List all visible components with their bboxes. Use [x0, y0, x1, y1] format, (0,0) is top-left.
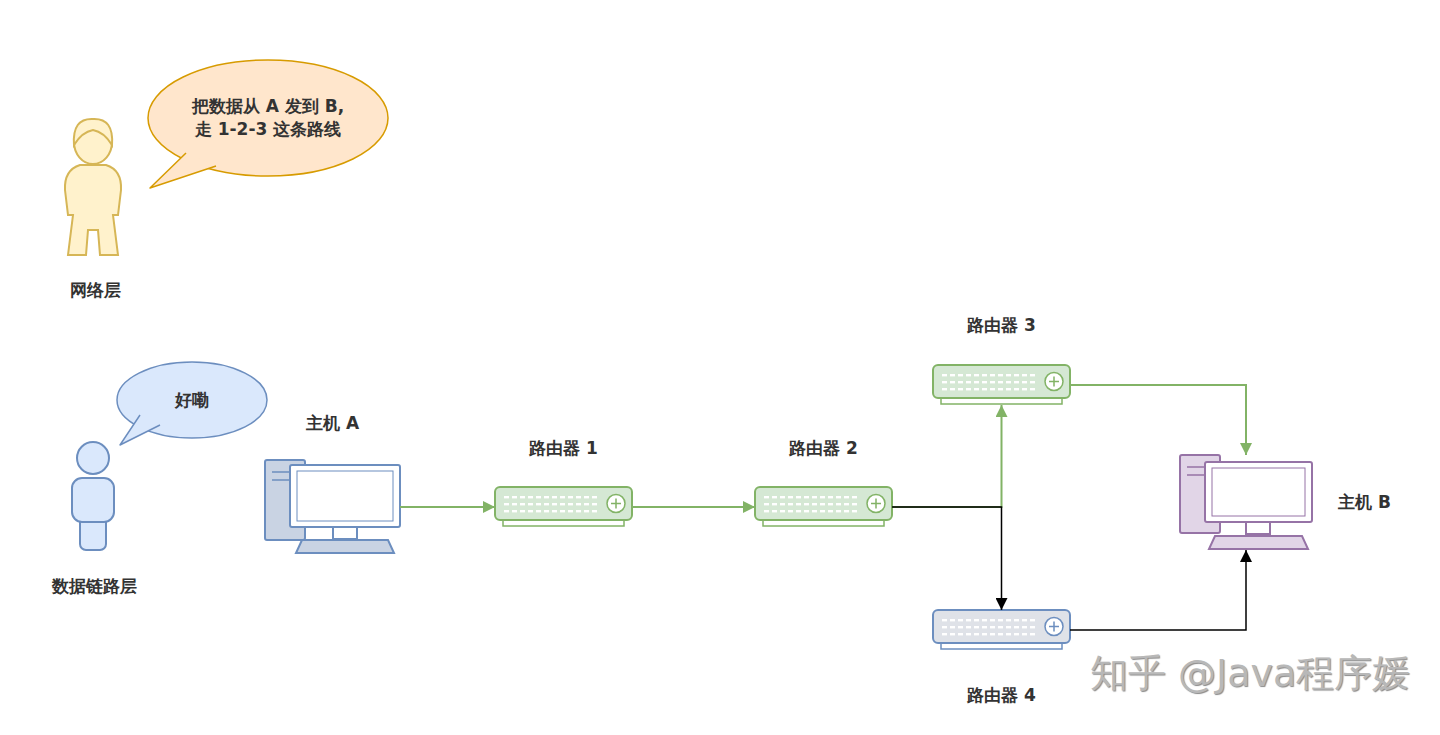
speech-bubble: 好嘞: [115, 360, 269, 440]
bubble-body: 把数据从 A 发到 B, 走 1-2-3 这条路线: [146, 58, 390, 178]
connector-arrow: [892, 507, 1002, 610]
host-node: 主机 B: [1180, 455, 1312, 550]
person-figure: [72, 442, 114, 550]
router-node: 路由器 2: [755, 487, 892, 527]
router-icon: [933, 610, 1070, 649]
host-node: 主机 A: [265, 460, 400, 555]
node-label: 路由器 1: [529, 438, 598, 458]
connector-arrow: [892, 405, 1002, 507]
router-icon: [755, 487, 892, 526]
node-label: 数据链路层: [52, 576, 137, 596]
person-figure: [65, 119, 121, 255]
router-node: 路由器 1: [495, 487, 632, 527]
computer-icon: [1180, 455, 1312, 549]
node-label: 主机 B: [1338, 492, 1391, 512]
node-label: 路由器 4: [967, 685, 1036, 705]
computer-icon: [265, 460, 400, 553]
node-label: 路由器 2: [789, 438, 858, 458]
connector-arrow: [632, 506, 755, 508]
router-node: 路由器 4: [933, 610, 1070, 650]
bubble-text: 把数据从 A 发到 B, 走 1-2-3 这条路线: [189, 95, 347, 141]
person-node: 数据链路层: [68, 440, 120, 552]
bubble-text: 好嘞: [175, 389, 209, 412]
bubble-outline: [146, 58, 390, 178]
connector-arrow: [1070, 550, 1246, 630]
bubble-body: 好嘞: [115, 360, 269, 440]
person-node: 网络层: [63, 118, 127, 258]
node-label: 主机 A: [306, 413, 359, 433]
node-label: 网络层: [70, 280, 121, 300]
node-label: 路由器 3: [967, 315, 1036, 335]
connector-arrow: [400, 506, 495, 508]
watermark: 知乎 @Java程序媛: [1090, 648, 1410, 699]
speech-bubble: 把数据从 A 发到 B, 走 1-2-3 这条路线: [146, 58, 390, 178]
router-node: 路由器 3: [933, 365, 1070, 405]
router-icon: [495, 487, 632, 526]
connector-arrow: [1070, 385, 1246, 455]
router-icon: [933, 365, 1070, 404]
